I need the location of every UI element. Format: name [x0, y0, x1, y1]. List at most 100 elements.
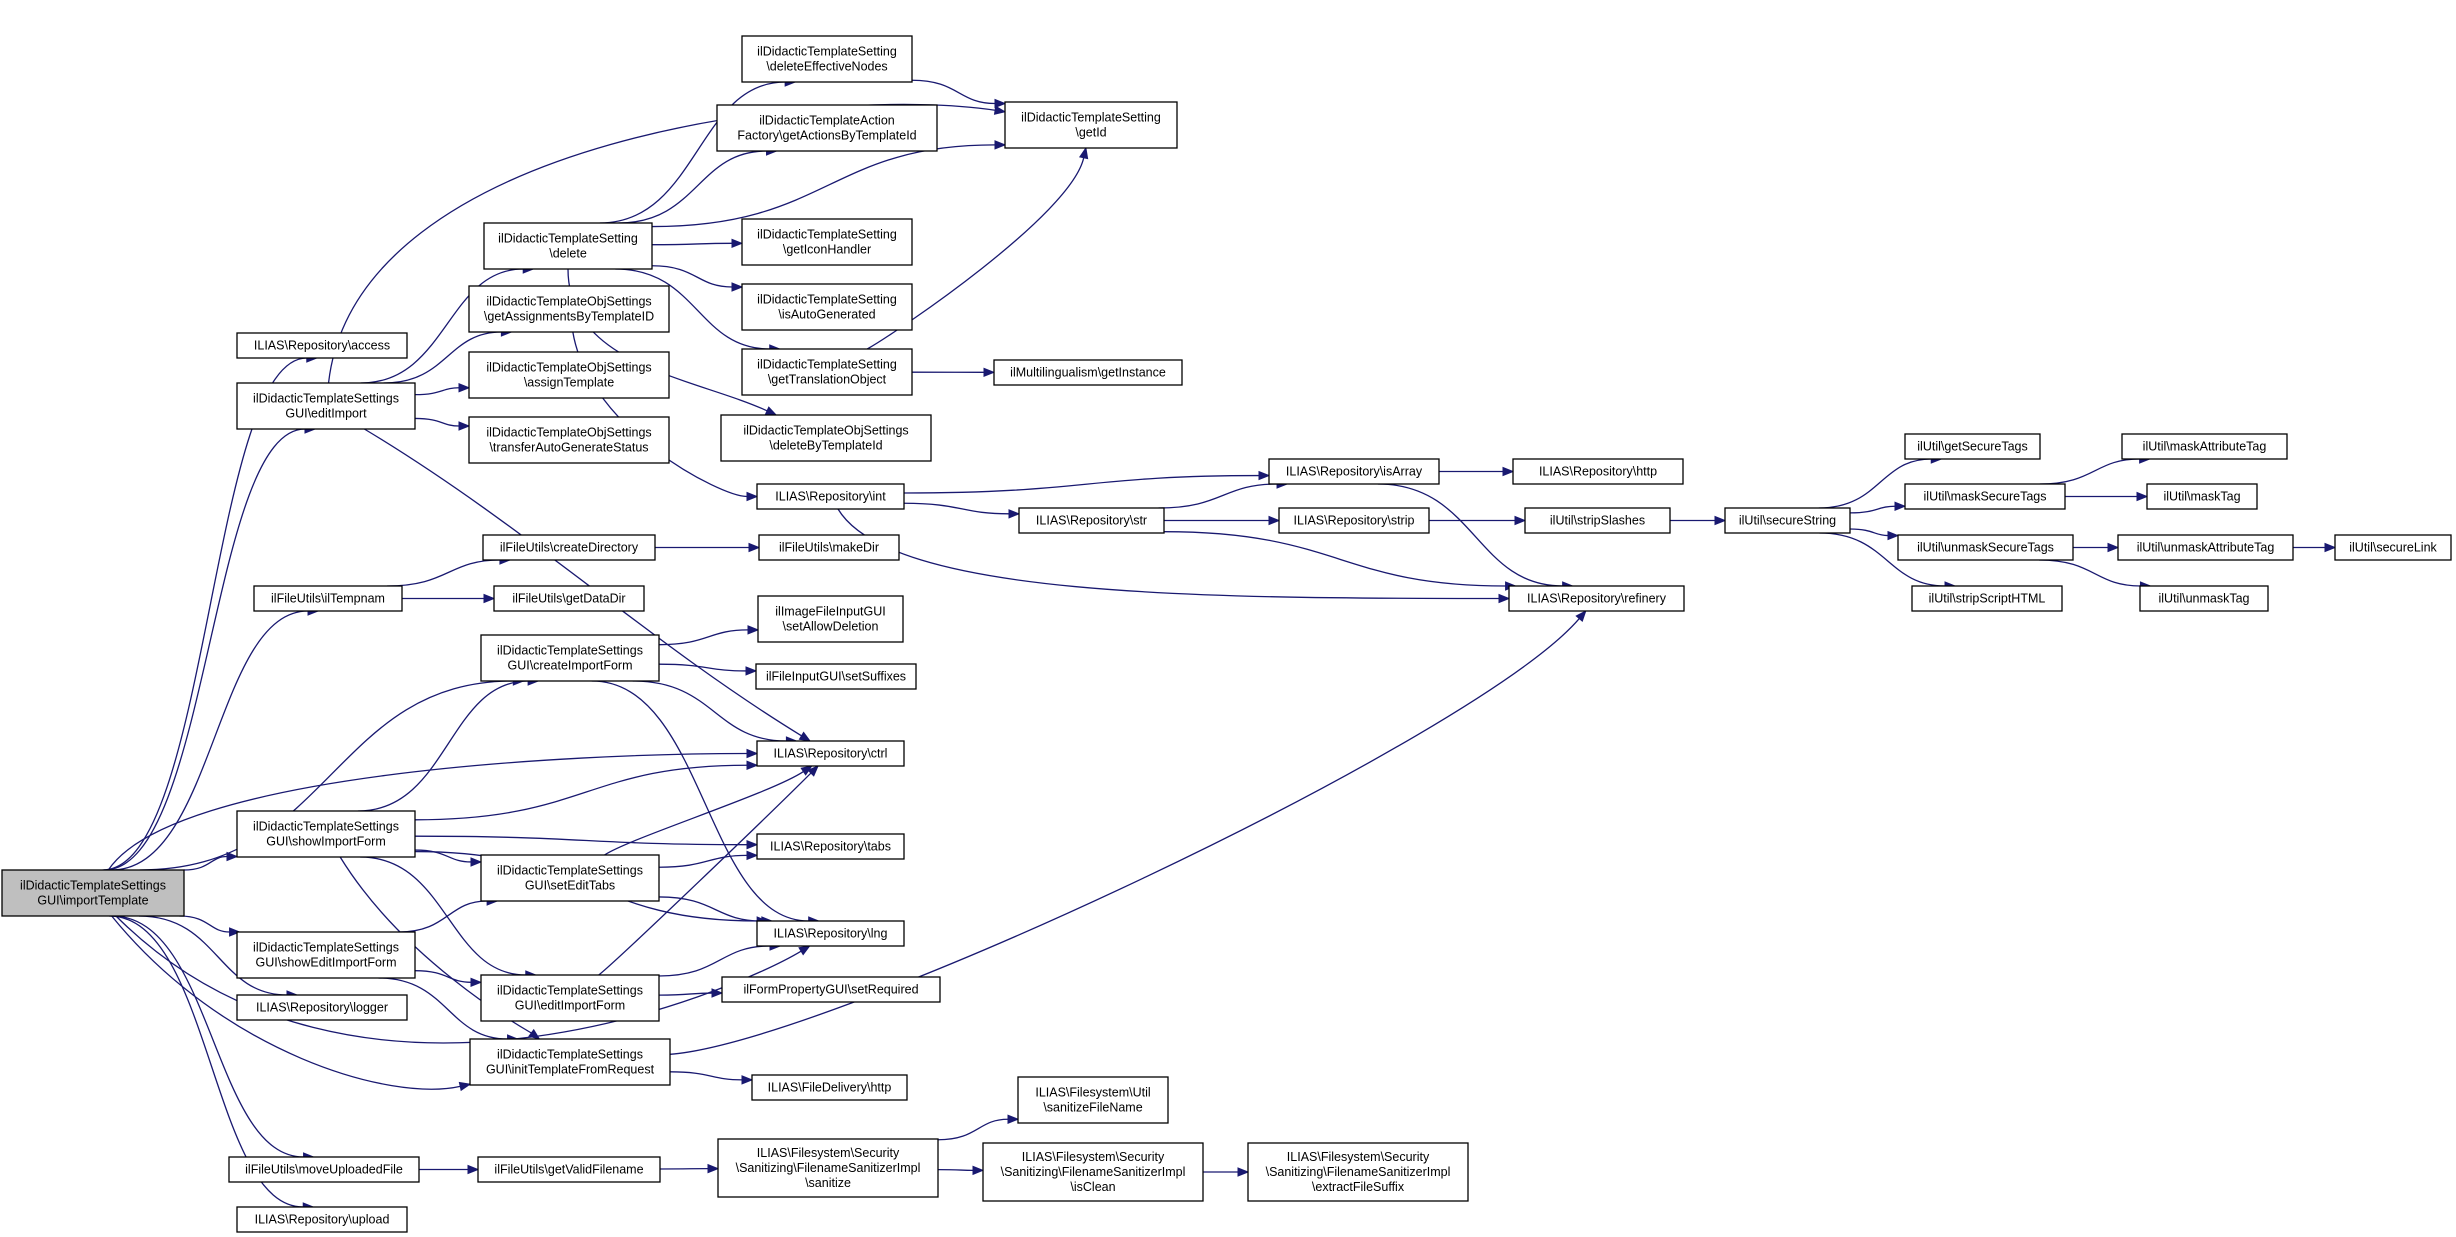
function-node[interactable]: ilDidacticTemplateSettingsGUI\initTempla… [469, 1038, 671, 1086]
node-box [1904, 433, 2041, 460]
function-node[interactable]: ilDidacticTemplateSetting\isAutoGenerate… [741, 283, 913, 331]
function-node[interactable]: ilDidacticTemplateSettingsGUI\showEditIm… [236, 931, 416, 979]
function-node[interactable]: ilDidacticTemplateObjSettings\deleteByTe… [720, 414, 932, 462]
function-node[interactable]: ILIAS\Repository\lng [756, 920, 905, 947]
node-label: ilFileUtils\moveUploadedFile [245, 1163, 403, 1177]
function-node[interactable]: ilDidacticTemplateSettingsGUI\createImpo… [480, 634, 660, 682]
edge-line [414, 835, 748, 846]
edge-line [1849, 505, 1896, 514]
function-node[interactable]: ilUtil\unmaskTag [2139, 585, 2269, 612]
edge-n39-to-n26 [1377, 483, 1574, 591]
arrowhead-icon [458, 383, 471, 393]
function-node[interactable]: ilFileUtils\ilTempnam [253, 585, 403, 612]
function-node[interactable]: ilDidacticTemplateSetting\getTranslation… [741, 348, 913, 396]
node-box [2334, 534, 2452, 561]
function-node[interactable]: ILIAS\Repository\tabs [756, 833, 905, 860]
function-node[interactable]: ilDidacticTemplateSettingsGUI\showImport… [236, 810, 416, 858]
function-node[interactable]: ilFileUtils\getValidFilename [477, 1156, 661, 1183]
function-node[interactable]: ilUtil\getSecureTags [1904, 433, 2041, 460]
function-node[interactable]: ilFileUtils\moveUploadedFile [228, 1156, 420, 1183]
node-box [751, 1074, 908, 1101]
function-node[interactable]: ILIAS\Filesystem\Security\Sanitizing\Fil… [717, 1138, 939, 1198]
edge-line [414, 387, 460, 396]
function-node[interactable]: ILIAS\Repository\refinery [1508, 585, 1685, 612]
function-node[interactable]: ILIAS\Repository\access [236, 332, 408, 359]
edge-line [183, 855, 228, 871]
edge-n37-to-n42 [937, 1165, 985, 1176]
edge-n33-to-n20 [866, 146, 1089, 350]
node-box [982, 1142, 1204, 1202]
edge-line [669, 1071, 743, 1081]
function-node[interactable]: ilUtil\unmaskAttributeTag [2117, 534, 2294, 561]
function-node[interactable]: ilFileUtils\getDataDir [493, 585, 645, 612]
root-function-node[interactable]: ilDidacticTemplateSettingsGUI\importTemp… [1, 869, 185, 917]
node-label: GUI\importTemplate [37, 894, 148, 908]
edge-n39-to-n43 [1438, 466, 1515, 477]
function-node[interactable]: ilUtil\stripScriptHTML [1911, 585, 2063, 612]
arrowhead-icon [798, 731, 812, 742]
function-node[interactable]: ILIAS\Filesystem\Security\Sanitizing\Fil… [982, 1142, 1204, 1202]
node-box [1, 869, 185, 917]
node-box [1904, 483, 2066, 510]
function-node[interactable]: ilFileInputGUI\setSuffixes [755, 663, 917, 690]
function-node[interactable]: ilDidacticTemplateSetting\getId [1004, 101, 1178, 149]
function-node[interactable]: ILIAS\FileDelivery\http [751, 1074, 908, 1101]
function-node[interactable]: ILIAS\Repository\str [1018, 507, 1165, 534]
function-node[interactable]: ilImageFileInputGUI\setAllowDeletion [757, 595, 904, 643]
arrowhead-icon [764, 406, 778, 416]
function-node[interactable]: ILIAS\Repository\upload [236, 1206, 408, 1233]
function-node[interactable]: ilUtil\stripSlashes [1524, 507, 1671, 534]
function-node[interactable]: ilMultilingualism\getInstance [993, 359, 1183, 386]
function-node[interactable]: ILIAS\Filesystem\Security\Sanitizing\Fil… [1247, 1142, 1469, 1202]
function-node[interactable]: ilUtil\maskTag [2146, 483, 2258, 510]
function-node[interactable]: ILIAS\Repository\http [1512, 458, 1684, 485]
node-box [1724, 507, 1851, 534]
node-label: \Sanitizing\FilenameSanitizerImpl [1001, 1165, 1186, 1179]
function-node[interactable]: ilDidacticTemplateSetting\deleteEffectiv… [741, 35, 913, 83]
function-node[interactable]: ILIAS\Repository\ctrl [756, 740, 905, 767]
function-node[interactable]: ILIAS\Repository\logger [236, 994, 408, 1021]
edge-line [651, 242, 733, 246]
function-node[interactable]: ilDidacticTemplateSetting\delete [483, 222, 653, 270]
function-node[interactable]: ilFileUtils\makeDir [758, 534, 900, 561]
function-node[interactable]: ilUtil\secureString [1724, 507, 1851, 534]
edge-n0-to-n13 [111, 915, 472, 1092]
function-node[interactable]: ilDidacticTemplateObjSettings\transferAu… [468, 416, 670, 464]
function-node[interactable]: ilUtil\maskAttributeTag [2121, 433, 2288, 460]
edge-n50-to-n54 [2072, 542, 2120, 553]
arrowhead-icon [731, 238, 744, 249]
edge-n21-to-n36 [654, 542, 761, 553]
function-node[interactable]: ilUtil\maskSecureTags [1904, 483, 2066, 510]
function-node[interactable]: ILIAS\Filesystem\Util\sanitizeFileName [1017, 1076, 1169, 1124]
node-label: ilDidacticTemplateSetting [498, 232, 638, 246]
arrowhead-icon [467, 1164, 480, 1175]
function-node[interactable]: ILIAS\Repository\strip [1278, 507, 1430, 534]
arrowhead-icon [1078, 146, 1089, 160]
node-label: ilFileUtils\createDirectory [500, 541, 639, 555]
node-label: ilFileUtils\ilTempnam [271, 592, 385, 606]
node-box [1508, 585, 1685, 612]
function-node[interactable]: ilFormPropertyGUI\setRequired [721, 976, 941, 1003]
arrowhead-icon [1268, 515, 1281, 526]
function-node[interactable]: ilDidacticTemplateObjSettings\getAssignm… [468, 285, 670, 333]
edge-line [1158, 483, 1278, 509]
function-node[interactable]: ilDidacticTemplateActionFactory\getActio… [716, 104, 938, 152]
edge-line [618, 150, 767, 224]
function-node[interactable]: ilUtil\secureLink [2334, 534, 2452, 561]
arrowhead-icon [983, 367, 996, 378]
function-node[interactable]: ilDidacticTemplateSetting\getIconHandler [741, 218, 913, 266]
function-node[interactable]: ilFileUtils\createDirectory [482, 534, 656, 561]
edge-n0-to-n9 [115, 915, 811, 1044]
function-node[interactable]: ilDidacticTemplateSettingsGUI\setEditTab… [480, 854, 660, 902]
edge-n40-to-n39 [1158, 479, 1289, 509]
edge-line [111, 915, 461, 1090]
function-node[interactable]: ilDidacticTemplateObjSettings\assignTemp… [468, 351, 670, 399]
node-box [2121, 433, 2288, 460]
function-node[interactable]: ILIAS\Repository\isArray [1268, 458, 1440, 485]
function-node[interactable]: ilDidacticTemplateSettingsGUI\editImport… [480, 974, 660, 1022]
function-node[interactable]: ilUtil\unmaskSecureTags [1897, 534, 2074, 561]
function-node[interactable]: ILIAS\Repository\int [756, 483, 905, 510]
node-label: \Sanitizing\FilenameSanitizerImpl [736, 1161, 921, 1175]
edge-n7-to-n9 [658, 896, 774, 926]
